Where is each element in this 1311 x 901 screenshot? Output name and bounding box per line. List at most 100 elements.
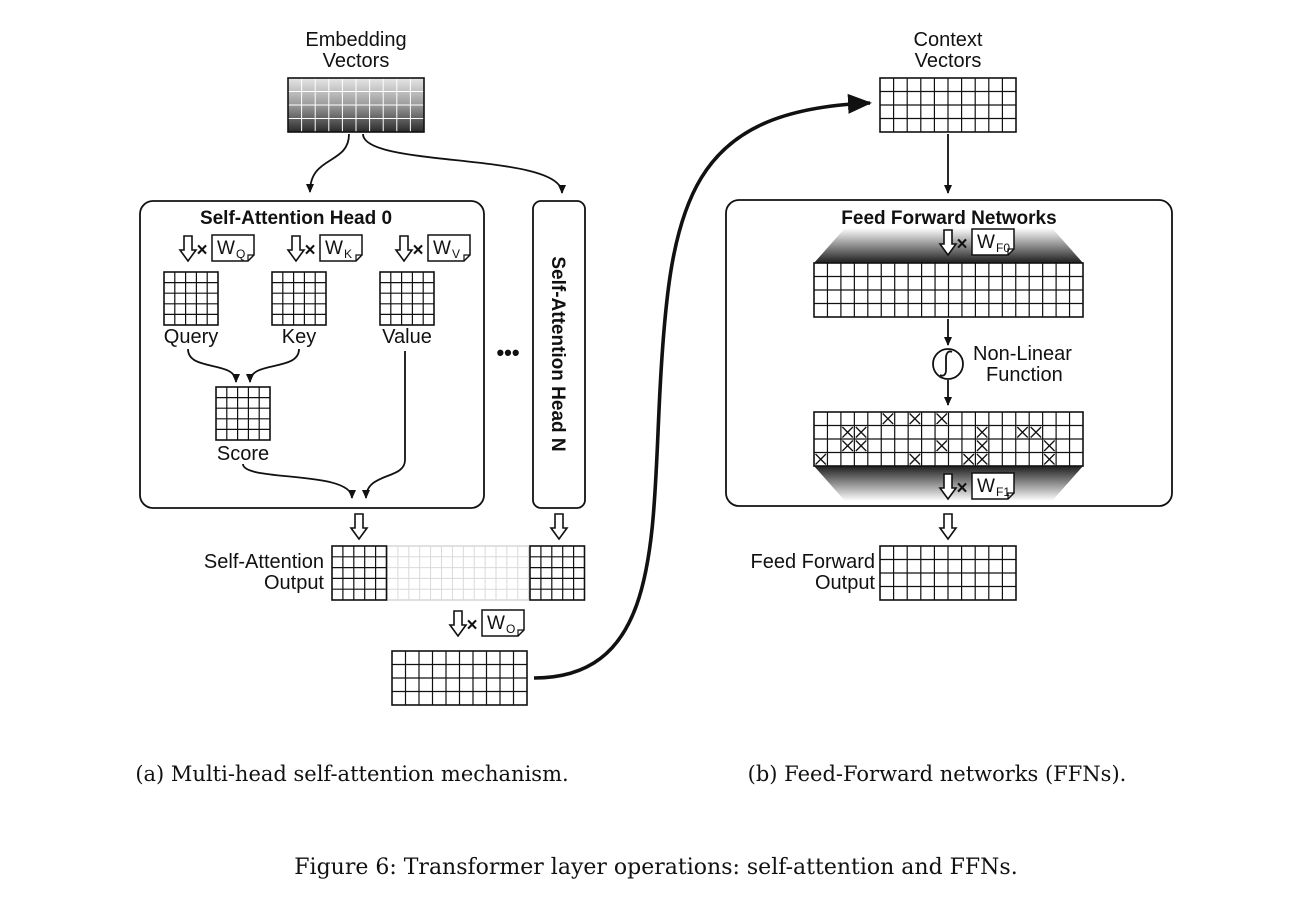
activation-cross (882, 413, 894, 425)
hollow-down-arrow-icon (448, 610, 468, 638)
activation-cross (936, 440, 948, 452)
ff-output-label-line1: Feed Forward (751, 551, 876, 573)
self-attention-headN-box (532, 200, 586, 509)
weight-subscript: O (506, 622, 515, 636)
activation-cross (841, 426, 854, 438)
value-label: Value (382, 326, 432, 348)
arrow-query-to-score (187, 348, 240, 383)
activation-cross (976, 453, 988, 465)
weight-symbol: W (487, 613, 505, 634)
more-heads-ellipsis: ••• (496, 340, 519, 365)
arrow-value-to-output (362, 351, 406, 499)
nonlinear-function-icon (932, 348, 964, 380)
hollow-arrow-headN-output (549, 513, 569, 541)
weight-subscript: K (344, 247, 352, 261)
hollow-down-arrow-icon (178, 235, 198, 263)
activation-cross (976, 440, 988, 452)
nonlinear-label-line1: Non-Linear (973, 343, 1072, 365)
arrow-score-to-output (242, 463, 356, 499)
activation-cross (855, 440, 867, 452)
weight-matrix-box (319, 234, 363, 262)
self-attention-head0-box (139, 200, 485, 509)
query-label: Query (164, 326, 218, 348)
context-vectors-matrix (879, 77, 1017, 133)
weight-subscript: V (452, 247, 460, 261)
value-matrix (379, 271, 435, 326)
hollow-down-arrow-icon (938, 473, 958, 501)
embedding-label-line2: Vectors (323, 50, 390, 72)
ff-output-matrix (879, 545, 1017, 601)
sa-output-label-line1: Self-Attention (204, 551, 324, 573)
ff-output-label-line2: Output (815, 572, 875, 594)
multiply-sign: × (196, 240, 207, 261)
activation-cross (976, 426, 988, 438)
hollow-down-arrow-icon (394, 235, 414, 263)
activation-cross (841, 440, 854, 452)
weight-subscript: Q (236, 247, 245, 261)
projected-output-matrix (391, 650, 528, 706)
key-label: Key (282, 326, 316, 348)
weight-matrix-box (427, 234, 471, 262)
weight-symbol: W (433, 238, 451, 259)
nonlinear-label-line2: Function (986, 364, 1063, 386)
hollow-down-arrow-icon (938, 513, 958, 541)
self-attention-output-matrix (331, 545, 586, 601)
query-matrix (163, 271, 219, 326)
multiply-sign: × (466, 615, 477, 636)
weight-symbol: W (977, 476, 995, 497)
ffn-title: Feed Forward Networks (841, 208, 1056, 229)
activation-cross (909, 413, 921, 425)
embedding-label-line1: Embedding (305, 29, 406, 51)
hollow-down-arrow-icon (349, 513, 369, 541)
activation-cross (909, 453, 921, 465)
weight-symbol: W (977, 232, 995, 253)
context-label-line1: Context (914, 29, 983, 51)
activation-cross (855, 426, 867, 438)
ffn-box (725, 199, 1173, 507)
arrow-embedding-to-headN (362, 133, 566, 194)
activation-cross (1043, 453, 1056, 465)
sa-output-label-line2: Output (264, 572, 324, 594)
weight-matrix-box (211, 234, 255, 262)
activation-cross (1030, 426, 1042, 438)
hollow-arrow-head0-output (349, 513, 369, 541)
activation-cross (936, 413, 948, 425)
caption-b: (b) Feed-Forward networks (FFNs). (748, 762, 1127, 786)
embedding-vectors-matrix (287, 77, 425, 133)
weight-symbol: W (217, 238, 235, 259)
hollow-down-arrow-icon (938, 229, 958, 257)
multiply-sign: × (304, 240, 315, 261)
multiply-sign: × (956, 234, 967, 255)
sparse-activation-matrix (813, 411, 1084, 467)
figure-caption: Figure 6: Transformer layer operations: … (294, 855, 1017, 880)
weight-subscript: F0 (996, 241, 1010, 255)
arrow-embedding-to-head0 (306, 133, 350, 193)
weight-matrix-box (971, 472, 1015, 500)
context-label-line2: Vectors (915, 50, 982, 72)
weight-symbol: W (325, 238, 343, 259)
activation-cross (1043, 440, 1056, 452)
activation-cross (1016, 426, 1029, 438)
ffn-hidden-matrix (813, 262, 1084, 318)
hollow-arrow-ffn-output (938, 513, 958, 541)
multiply-sign: × (956, 478, 967, 499)
caption-a: (a) Multi-head self-attention mechanism. (135, 762, 568, 786)
weight-matrix-box (481, 609, 525, 637)
weight-matrix-box (971, 228, 1015, 256)
multiply-sign: × (412, 240, 423, 261)
activation-cross (962, 453, 975, 465)
head0-title: Self-Attention Head 0 (200, 208, 392, 229)
arrow-output-to-context (533, 93, 872, 680)
key-matrix (271, 271, 327, 326)
arrow-key-to-score (246, 348, 300, 383)
hollow-down-arrow-icon (549, 513, 569, 541)
activation-cross (815, 453, 827, 465)
weight-subscript: F1 (996, 485, 1010, 499)
